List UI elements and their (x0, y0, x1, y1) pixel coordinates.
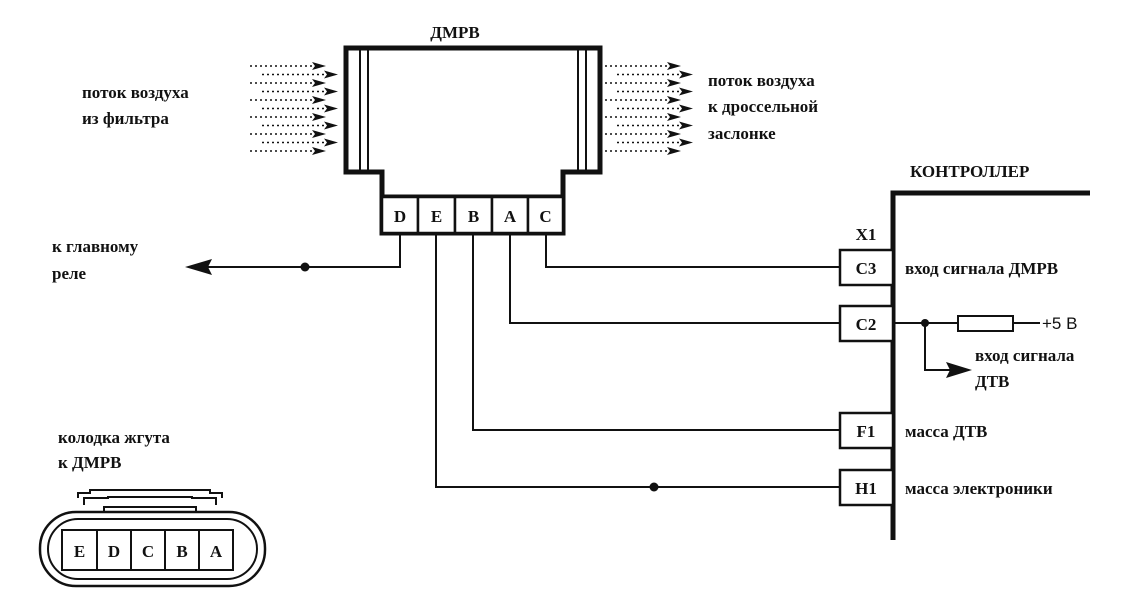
sensor-pin-b: B (468, 207, 479, 226)
harness-pin-a: A (210, 542, 223, 561)
airflow-arrow-icon (667, 130, 681, 138)
airflow-out-label-3: заслонке (708, 124, 776, 143)
harness-pin-box (198, 529, 234, 571)
sensor-pin-box (453, 195, 494, 235)
airflow-arrow-icon (312, 130, 326, 138)
airflow-in-label-2: из фильтра (82, 109, 169, 128)
airflow-arrow-icon (679, 121, 693, 130)
wire-c-c3 (545, 233, 840, 268)
airflow-arrow-icon (312, 147, 326, 155)
wire-b-f1 (472, 233, 840, 431)
pin-h1: H1 (855, 479, 877, 498)
airflow-out-label-2: к дроссельной (708, 97, 818, 116)
pin-c2: C2 (856, 315, 877, 334)
airflow-in-arrows (250, 62, 338, 155)
sensor-pin-d: D (394, 207, 406, 226)
pin-c3: C3 (856, 259, 877, 278)
pin-h1-label: масса электроники (905, 479, 1053, 498)
sensor-pin-e: E (431, 207, 442, 226)
harness-pin-box (61, 529, 98, 571)
airflow-arrow-icon (312, 96, 326, 104)
harness-pin-box (164, 529, 200, 571)
airflow-arrow-icon (312, 62, 326, 70)
airflow-arrow-icon (324, 104, 338, 113)
arrow-relay-icon (185, 259, 212, 275)
harness-pin-box (130, 529, 166, 571)
airflow-arrow-icon (679, 104, 693, 113)
junction-dot (300, 262, 310, 272)
arrow-dtv-icon (946, 362, 972, 378)
wire-d-relay (205, 233, 401, 268)
harness-pin-c: C (142, 542, 154, 561)
junction-dot (649, 482, 659, 492)
pin-c3-label: вход сигнала ДМРВ (905, 259, 1058, 278)
harness-pin-e: E (74, 542, 85, 561)
sensor-pin-c: C (539, 207, 551, 226)
airflow-out-label-1: поток воздуха (708, 71, 815, 90)
sensor-pin-a: A (504, 207, 517, 226)
airflow-arrow-icon (667, 147, 681, 155)
connector-x1-label: X1 (856, 225, 877, 244)
airflow-arrow-icon (667, 113, 681, 121)
harness-label-2: к ДМРВ (58, 453, 122, 472)
airflow-arrow-icon (312, 79, 326, 87)
dtv-signal-label-1: вход сигнала (975, 346, 1075, 365)
airflow-arrow-icon (667, 96, 681, 104)
airflow-out-arrows (605, 62, 693, 155)
relay-label-1: к главному (52, 237, 139, 256)
harness-pin-d: D (108, 542, 120, 561)
airflow-arrow-icon (667, 79, 681, 87)
airflow-arrow-icon (667, 62, 681, 70)
sensor-title: ДМРВ (430, 23, 479, 42)
wire-e-h1 (435, 233, 840, 488)
airflow-arrow-icon (324, 121, 338, 130)
airflow-arrow-icon (324, 138, 338, 147)
airflow-arrow-icon (324, 70, 338, 79)
wires (185, 233, 840, 492)
airflow-arrow-icon (324, 87, 338, 96)
harness-pin-b: B (176, 542, 187, 561)
wire-a-c2 (509, 233, 840, 324)
resistor-icon (957, 315, 1014, 332)
controller-title: КОНТРОЛЛЕР (910, 162, 1029, 181)
pin-f1: F1 (857, 422, 876, 441)
pin-f1-label: масса ДТВ (905, 422, 987, 441)
airflow-arrow-icon (679, 87, 693, 96)
supply-label: +5 В (1042, 314, 1077, 333)
airflow-arrow-icon (679, 70, 693, 79)
harness-label-1: колодка жгута (58, 428, 170, 447)
airflow-arrow-icon (679, 138, 693, 147)
dtv-signal-label-2: ДТВ (975, 372, 1009, 391)
controller: КОНТРОЛЛЕР X1 C3 вход сигнала ДМРВ C2 F1… (838, 162, 1090, 540)
relay-label-2: реле (52, 264, 87, 283)
airflow-arrow-icon (312, 113, 326, 121)
airflow-in-label-1: поток воздуха (82, 83, 189, 102)
